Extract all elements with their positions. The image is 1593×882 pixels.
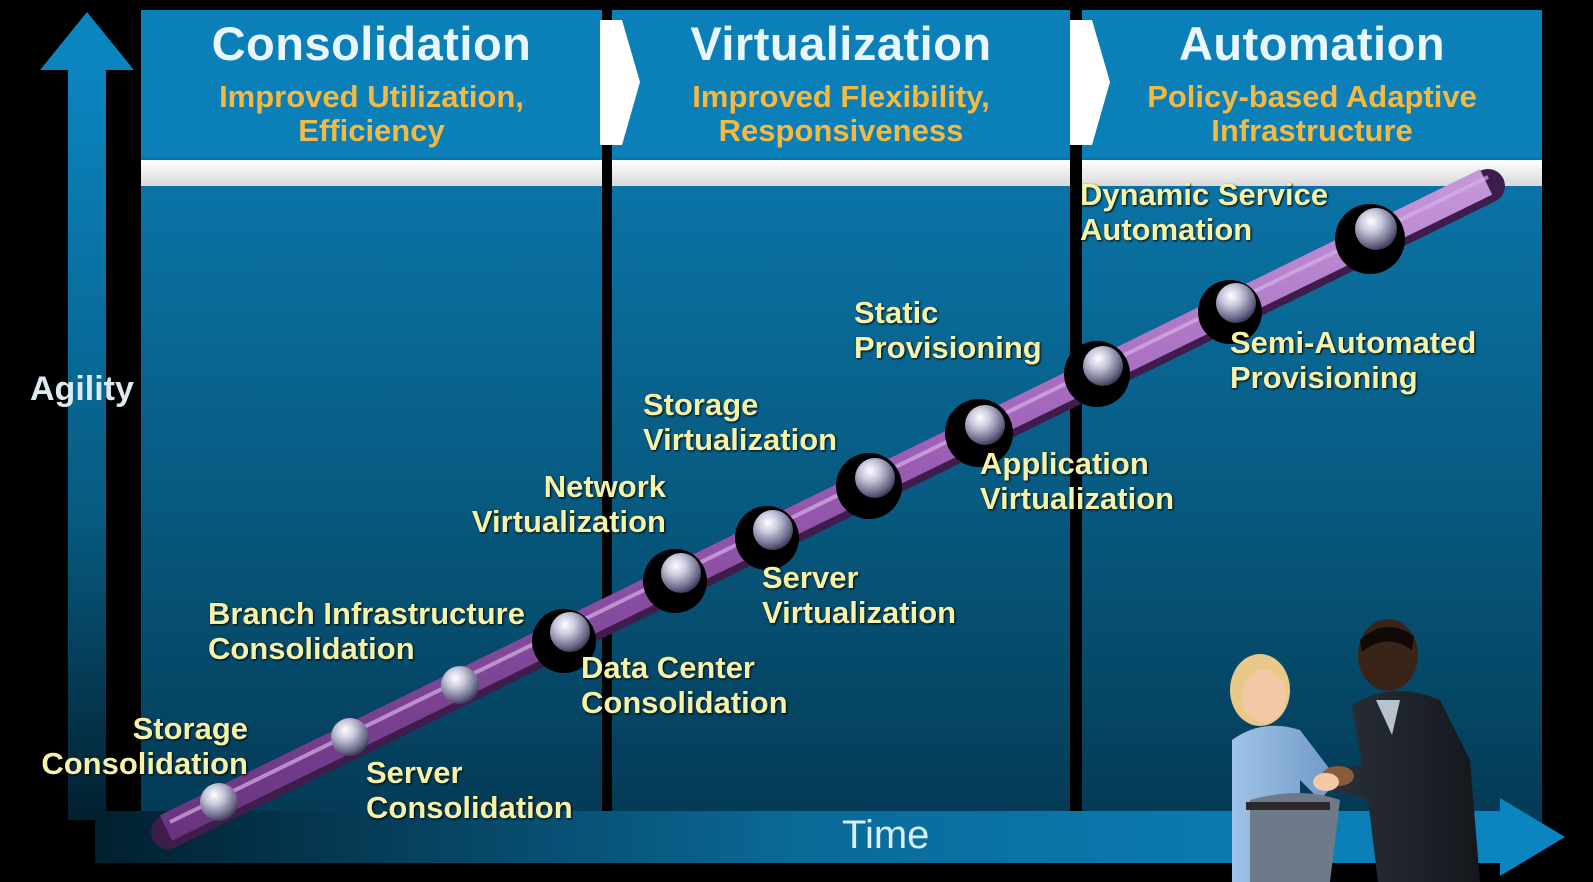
milestone-label: Static Provisioning [854, 295, 1042, 365]
phase-subtitle-line: Policy-based Adaptive [1147, 79, 1477, 114]
milestone-label-line: Provisioning [854, 330, 1042, 365]
milestone-server-consolidation-ball [331, 718, 369, 756]
milestone-label-line: Storage [643, 387, 759, 422]
phase-subtitle: Improved Utilization, Efficiency [141, 80, 602, 148]
x-axis-label: Time [842, 813, 930, 857]
milestone-label-line: Data Center [581, 650, 755, 685]
milestone-label: Server Consolidation [366, 755, 573, 825]
milestone-label-line: Consolidation [366, 790, 573, 825]
business-handshake-photo [1230, 619, 1480, 882]
milestone-label-line: Consolidation [41, 746, 248, 781]
milestone-application-virtualization-ball [945, 399, 1013, 467]
phase-chevron-2 [1070, 20, 1110, 145]
phase-title: Consolidation [211, 17, 532, 70]
phase-subtitle-line: Improved Flexibility, [692, 79, 990, 114]
phase-header: Automation Policy-based Adaptive Infrast… [1082, 10, 1542, 158]
phase-panel-automation: Automation Policy-based Adaptive Infrast… [1082, 10, 1542, 823]
milestone-label-line: Provisioning [1230, 360, 1418, 395]
milestone-semi-automated-ball [1198, 280, 1262, 344]
milestone-label: Storage Virtualization [643, 387, 837, 457]
progression-pipe [151, 169, 1505, 849]
phase-header: Consolidation Improved Utilization, Effi… [141, 10, 602, 158]
milestone-static-provisioning-ball [1064, 341, 1130, 407]
milestone-label: Network Virtualization [440, 469, 666, 539]
milestone-branch-consolidation-ball [441, 666, 479, 704]
milestone-label-line: Static [854, 295, 939, 330]
milestone-label-line: Virtualization [980, 481, 1175, 516]
milestone-markers [200, 204, 1405, 821]
milestone-label: Storage Consolidation [12, 711, 248, 781]
time-axis-arrow [95, 798, 1565, 876]
milestone-label-line: Dynamic Service [1080, 177, 1329, 212]
milestone-label-line: Virtualization [643, 422, 838, 457]
milestone-storage-virtualization-ball [836, 453, 902, 519]
milestone-label: Dynamic Service Automation [1080, 177, 1328, 247]
phase-subtitle: Policy-based Adaptive Infrastructure [1082, 80, 1542, 148]
phase-title: Virtualization [690, 17, 992, 70]
milestone-label-line: Storage [132, 711, 248, 746]
agility-axis-arrow [40, 12, 134, 820]
milestone-label-line: Server [762, 560, 859, 595]
milestone-label-line: Branch Infrastructure [208, 596, 525, 631]
milestone-label-line: Application [980, 446, 1149, 481]
milestone-datacenter-consolidation-ball [532, 609, 596, 673]
phase-title: Automation [1178, 17, 1446, 70]
milestone-label: Branch Infrastructure Consolidation [208, 596, 525, 666]
header-band [612, 160, 1070, 186]
phase-subtitle-line: Responsiveness [718, 113, 964, 148]
phase-subtitle: Improved Flexibility, Responsiveness [612, 80, 1070, 148]
milestone-label-line: Virtualization [471, 504, 666, 539]
milestone-label-line: Virtualization [762, 595, 957, 630]
milestone-label-line: Network [543, 469, 666, 504]
phase-subtitle-line: Efficiency [298, 113, 445, 148]
milestone-label-line: Consolidation [581, 685, 788, 720]
milestone-label: Application Virtualization [980, 446, 1174, 516]
phase-panel-consolidation: Consolidation Improved Utilization, Effi… [141, 10, 602, 823]
milestone-label: Data Center Consolidation [581, 650, 788, 720]
phase-header: Virtualization Improved Flexibility, Res… [612, 10, 1070, 158]
milestone-label-line: Automation [1080, 212, 1253, 247]
phase-subtitle-line: Improved Utilization, [219, 79, 524, 114]
milestone-dynamic-automation-ball [1335, 204, 1405, 274]
milestone-storage-consolidation-ball [200, 783, 238, 821]
header-band [141, 160, 602, 186]
y-axis-label: Agility [30, 370, 134, 408]
milestone-label-line: Semi-Automated [1230, 325, 1477, 360]
milestone-server-virtualization-ball [735, 506, 799, 570]
milestone-label: Semi-Automated Provisioning [1230, 325, 1476, 395]
milestone-label: Server Virtualization [762, 560, 956, 630]
phase-chevron-1 [600, 20, 640, 145]
milestone-label-line: Consolidation [208, 631, 415, 666]
milestone-network-virtualization-ball [643, 549, 707, 613]
milestone-label-line: Server [366, 755, 463, 790]
phase-subtitle-line: Infrastructure [1211, 113, 1413, 148]
